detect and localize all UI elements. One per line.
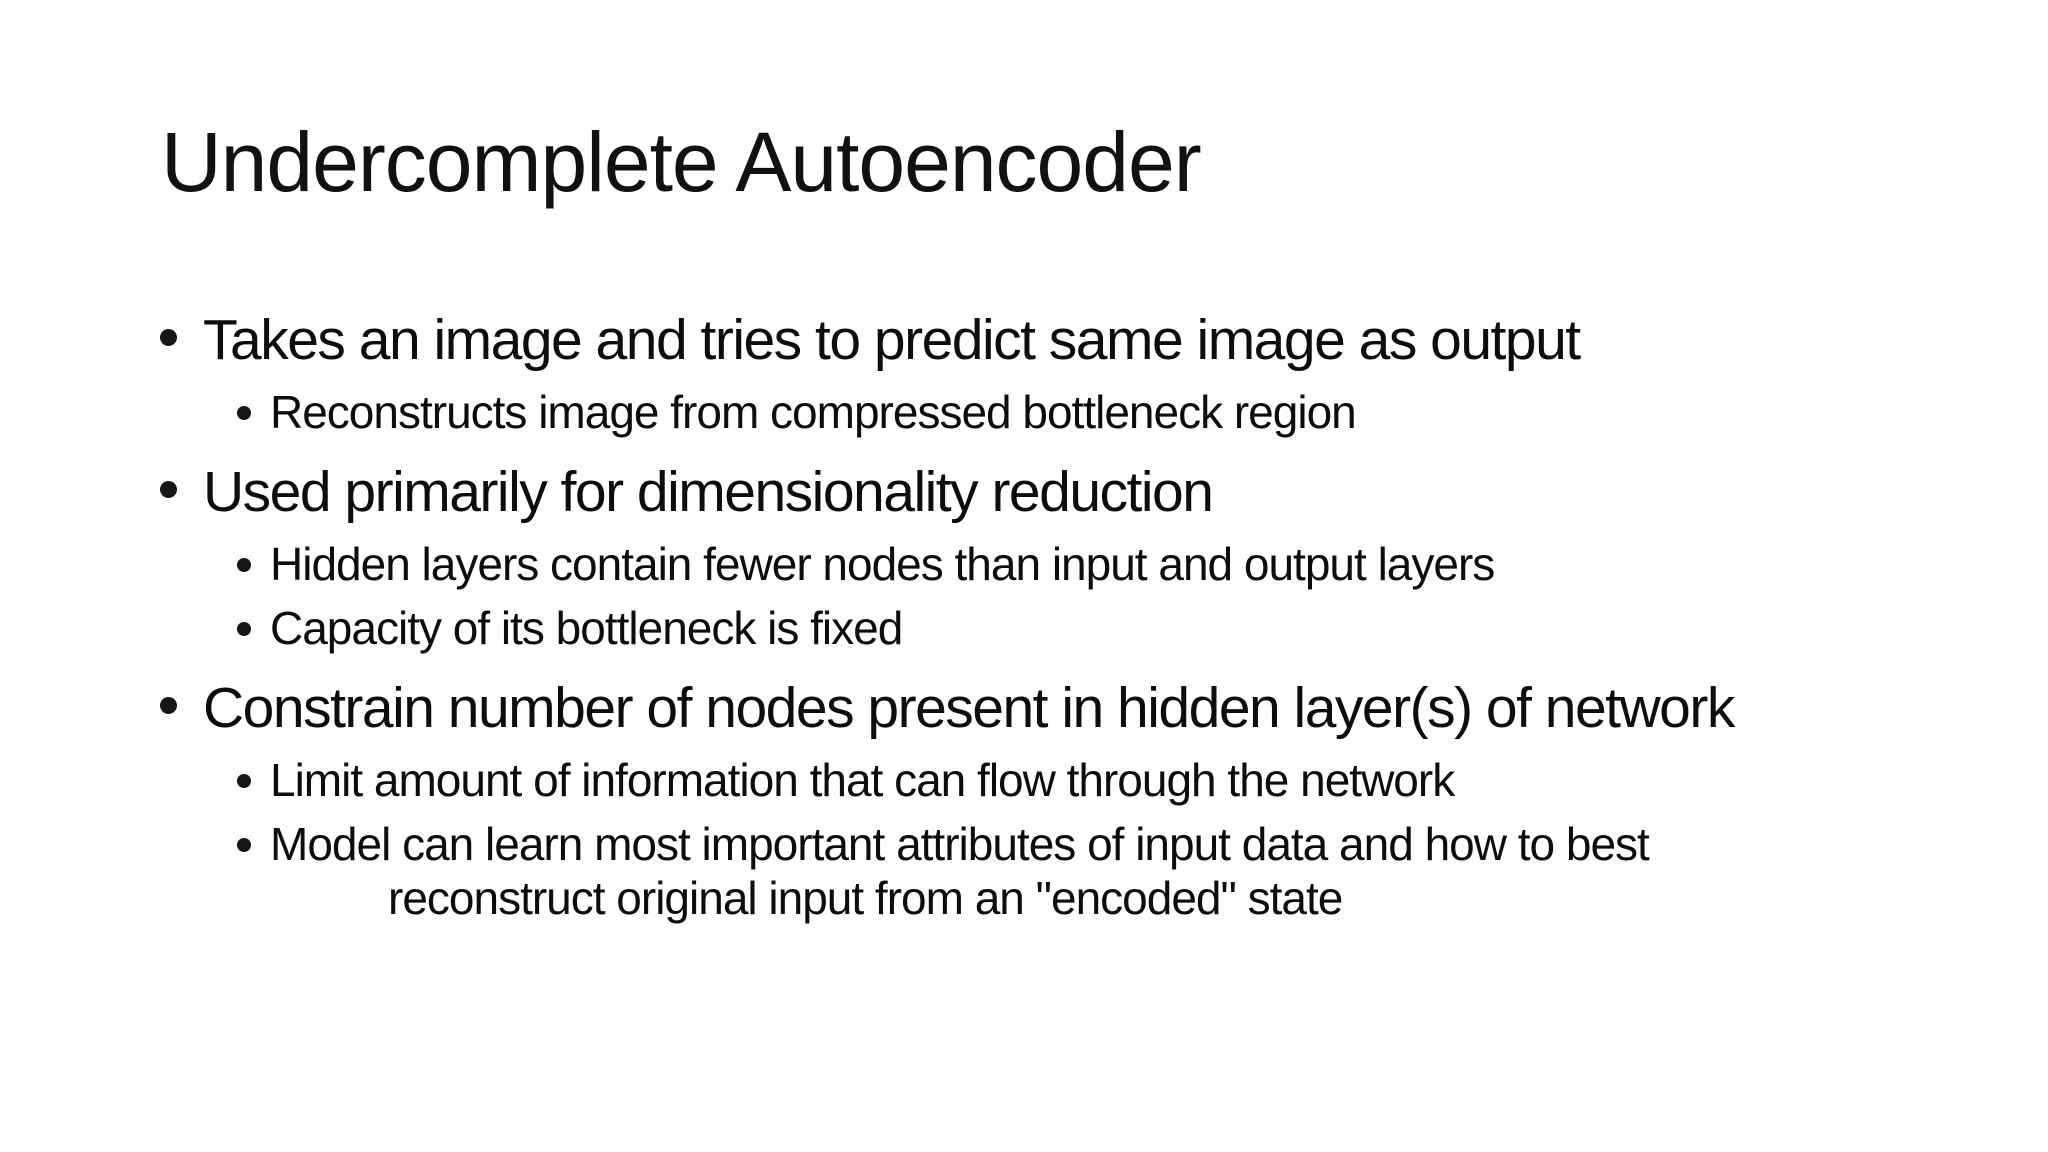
- bullet-text: Takes an image and tries to predict same…: [203, 308, 1581, 372]
- bullet-dot-icon: [237, 774, 251, 788]
- bullet-dot-icon: [160, 697, 177, 714]
- bullet-item-level-1: Used primarily for dimensionality reduct…: [160, 457, 1920, 527]
- bullet-dot-icon: [237, 406, 251, 420]
- bullet-dot-icon: [160, 481, 177, 498]
- bullet-item-level-1: Constrain number of nodes present in hid…: [160, 673, 1920, 743]
- bullet-item-level-2: Hidden layers contain fewer nodes than i…: [160, 537, 1920, 591]
- bullet-text: Limit amount of information that can flo…: [270, 754, 1455, 806]
- bullet-dot-icon: [237, 558, 251, 572]
- bullet-text: Constrain number of nodes present in hid…: [203, 676, 1735, 740]
- bullet-dot-icon: [160, 329, 177, 346]
- bullet-text: Reconstructs image from compressed bottl…: [270, 386, 1357, 438]
- bullet-text: Hidden layers contain fewer nodes than i…: [270, 538, 1495, 590]
- bullet-list: Takes an image and tries to predict same…: [160, 305, 1920, 925]
- bullet-text: Model can learn most important attribute…: [270, 818, 1650, 870]
- bullet-dot-icon: [237, 622, 251, 636]
- bullet-item-level-2: Capacity of its bottleneck is fixed: [160, 601, 1920, 655]
- bullet-text-continuation: reconstruct original input from an "enco…: [388, 872, 1343, 924]
- bullet-text: Capacity of its bottleneck is fixed: [270, 602, 903, 654]
- bullet-item-level-2: Limit amount of information that can flo…: [160, 753, 1920, 807]
- bullet-dot-icon: [237, 838, 251, 852]
- bullet-item-level-2: Reconstructs image from compressed bottl…: [160, 385, 1920, 439]
- bullet-item-level-2: Model can learn most important attribute…: [160, 817, 1920, 925]
- bullet-item-level-1: Takes an image and tries to predict same…: [160, 305, 1920, 375]
- slide-title: Undercomplete Autoencoder: [161, 115, 1202, 209]
- bullet-text: Used primarily for dimensionality reduct…: [203, 460, 1214, 524]
